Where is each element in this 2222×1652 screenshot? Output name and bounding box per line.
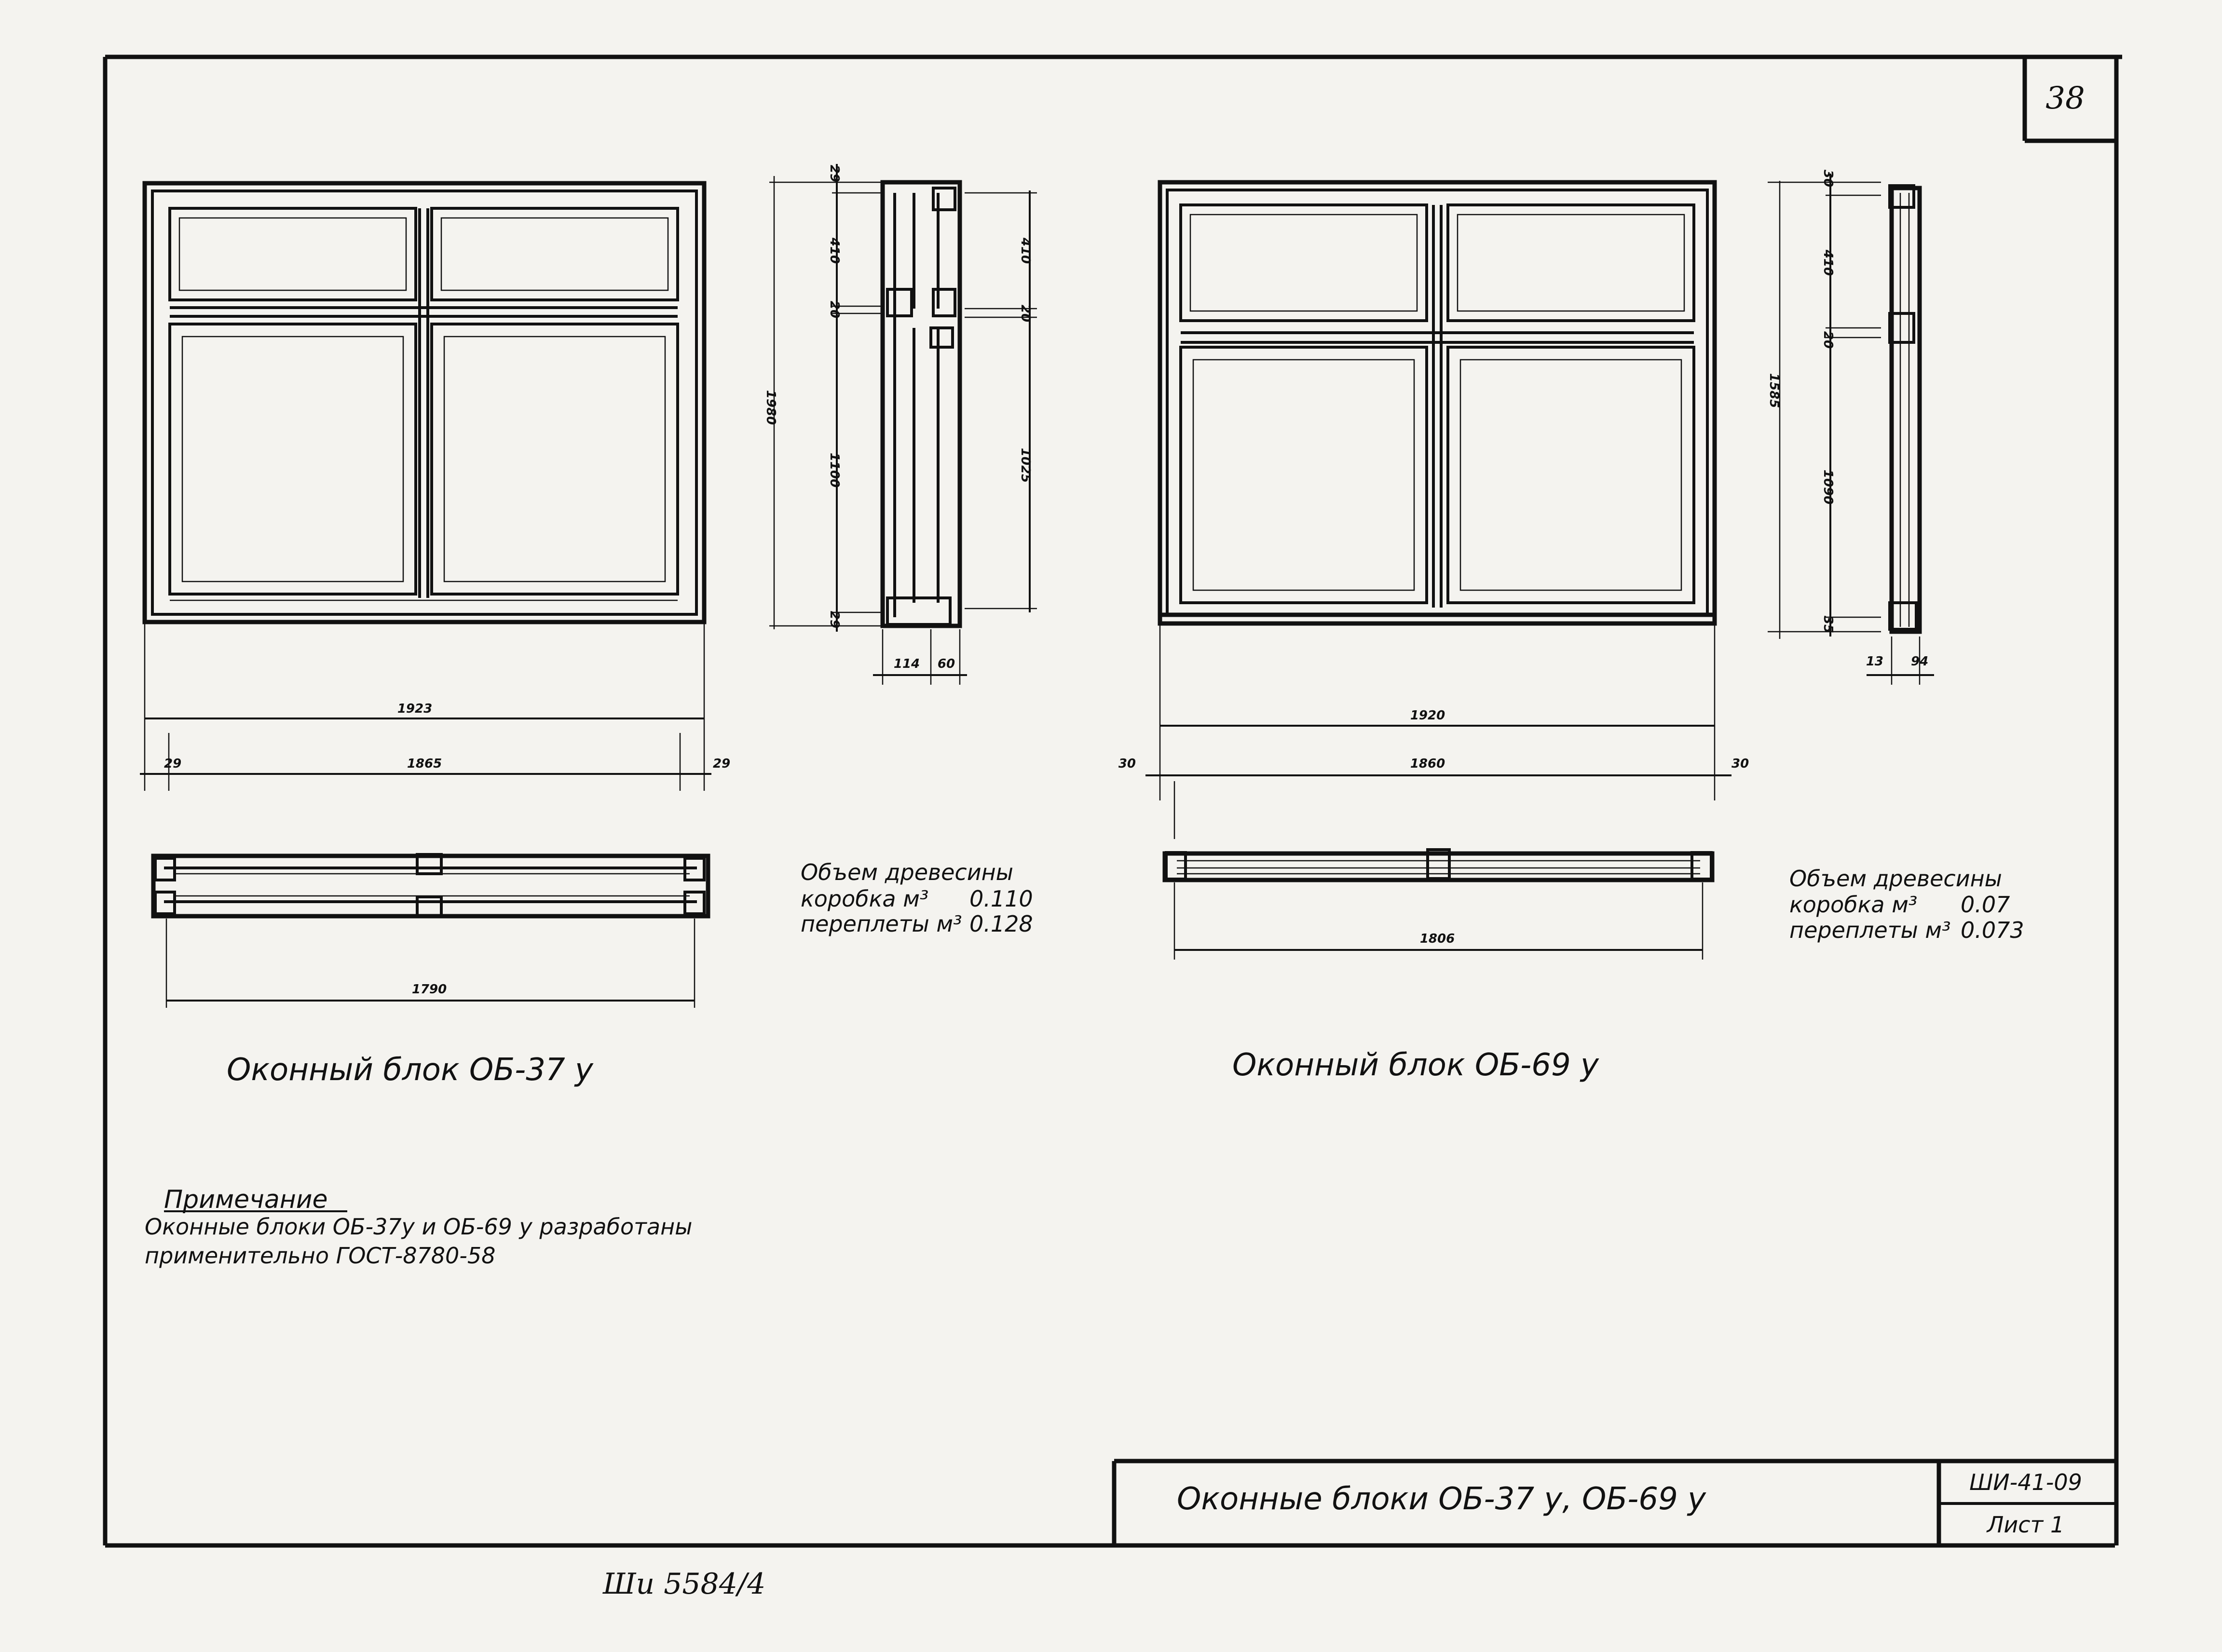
window-69-width-dims: 1920 30 1860 30 [1118, 624, 1749, 839]
dim-37-margin-right: 29 [713, 757, 730, 771]
dim-37-section-w2: 60 [938, 657, 955, 671]
window-69-elevation [1158, 180, 1717, 626]
dim-69-bottom-margin: 35 [1821, 616, 1835, 633]
window-37-section-dims: 410 20 1025 114 60 [873, 190, 1037, 685]
window-69-plan-section: 1806 [1162, 848, 1715, 960]
title-block: Оконные блоки ОБ-37 у, ОБ-69 у ШИ-41-09 … [1112, 1459, 2115, 1545]
window-37-height-dims: 1980 29 410 20 1100 29 [763, 164, 883, 632]
wood-volume-69-box-value: 0.07 [1961, 892, 2010, 918]
dim-37-mullion: 20 [827, 301, 842, 318]
dim-37-overall-width: 1923 [397, 702, 432, 716]
dim-69-section-w1: 13 [1866, 654, 1883, 669]
dim-69-upper-pane: 410 [1821, 249, 1835, 276]
wood-volume-37-frames-value: 0.128 [969, 911, 1033, 937]
dim-37-section-mullion: 20 [1018, 305, 1033, 322]
dim-37-bottom-margin: 29 [827, 611, 842, 628]
dim-37-section-lower: 1025 [1018, 448, 1033, 483]
dim-69-top-margin: 30 [1821, 170, 1835, 187]
page-number: 38 [2045, 81, 2085, 116]
window-69-vertical-section [1888, 184, 1922, 634]
note-line-2: применительно ГОСТ-8780-58 [145, 1243, 495, 1269]
dim-37-section-w1: 114 [894, 657, 920, 671]
dim-37-lower-pane: 1100 [827, 453, 842, 487]
sheet-frame [103, 54, 2122, 1548]
note-heading: Примечание [164, 1185, 328, 1214]
dim-69-mullion: 20 [1821, 331, 1835, 349]
wood-volume-37-title: Объем древесины [801, 859, 1013, 885]
dim-69-inner-width: 1860 [1410, 757, 1445, 771]
title-block-title: Оконные блоки ОБ-37 у, ОБ-69 у [1177, 1481, 1706, 1517]
dim-37-height-total: 1980 [763, 390, 778, 425]
note-line-1: Оконные блоки ОБ-37у и ОБ-69 у разработа… [145, 1214, 693, 1240]
window-69-height-dims: 1585 30 410 20 1090 35 13 94 [1767, 170, 1934, 685]
window-37-width-dims: 1923 29 1865 29 [140, 622, 730, 791]
wood-volume-37-box-label: коробка м³ [801, 886, 928, 912]
dim-37-plan-width: 1790 [412, 982, 447, 997]
dim-69-section-w2: 94 [1911, 654, 1928, 669]
wood-volume-69-frames-value: 0.073 [1961, 917, 2024, 943]
dim-69-plan-width: 1806 [1420, 932, 1455, 946]
dim-37-top-margin: 29 [827, 165, 842, 182]
note-block: Примечание Оконные блоки ОБ-37у и ОБ-69 … [145, 1185, 693, 1269]
wood-volume-69-title: Объем древесины [1789, 866, 2002, 892]
dim-37-margin-left: 29 [164, 757, 181, 771]
dim-37-inner-width: 1865 [407, 757, 442, 771]
caption-37: Оконный блок ОБ-37 у [227, 1052, 594, 1088]
title-block-code: ШИ-41-09 [1969, 1469, 2082, 1495]
page-number-box: 38 [2022, 57, 2116, 143]
wood-volume-37-frames-label: переплеты м³ [801, 911, 962, 937]
dim-69-margin-right: 30 [1731, 757, 1749, 771]
wood-volume-69: Объем древесины коробка м³ 0.07 переплет… [1789, 866, 2024, 943]
caption-69: Оконный блок ОБ-69 у [1232, 1047, 1599, 1083]
window-37-plan-section: 1790 [151, 853, 710, 1008]
inventory-note: Ши 5584/4 [602, 1567, 765, 1601]
wood-volume-37-box-value: 0.110 [969, 886, 1033, 912]
dim-37-upper-pane: 410 [827, 237, 842, 264]
title-block-sheet: Лист 1 [1986, 1512, 2064, 1538]
dim-69-lower-pane: 1090 [1821, 470, 1835, 504]
wood-volume-69-frames-label: переплеты м³ [1789, 917, 1951, 943]
window-37-vertical-section [880, 180, 962, 628]
dim-69-overall-width: 1920 [1410, 708, 1445, 723]
window-37-elevation [142, 181, 707, 624]
wood-volume-69-box-label: коробка м³ [1789, 892, 1917, 918]
dim-37-section-upper: 410 [1018, 237, 1033, 264]
dim-69-margin-left: 30 [1118, 757, 1136, 771]
wood-volume-37: Объем древесины коробка м³ 0.110 перепле… [801, 859, 1033, 937]
dim-69-height-total: 1585 [1767, 373, 1781, 408]
